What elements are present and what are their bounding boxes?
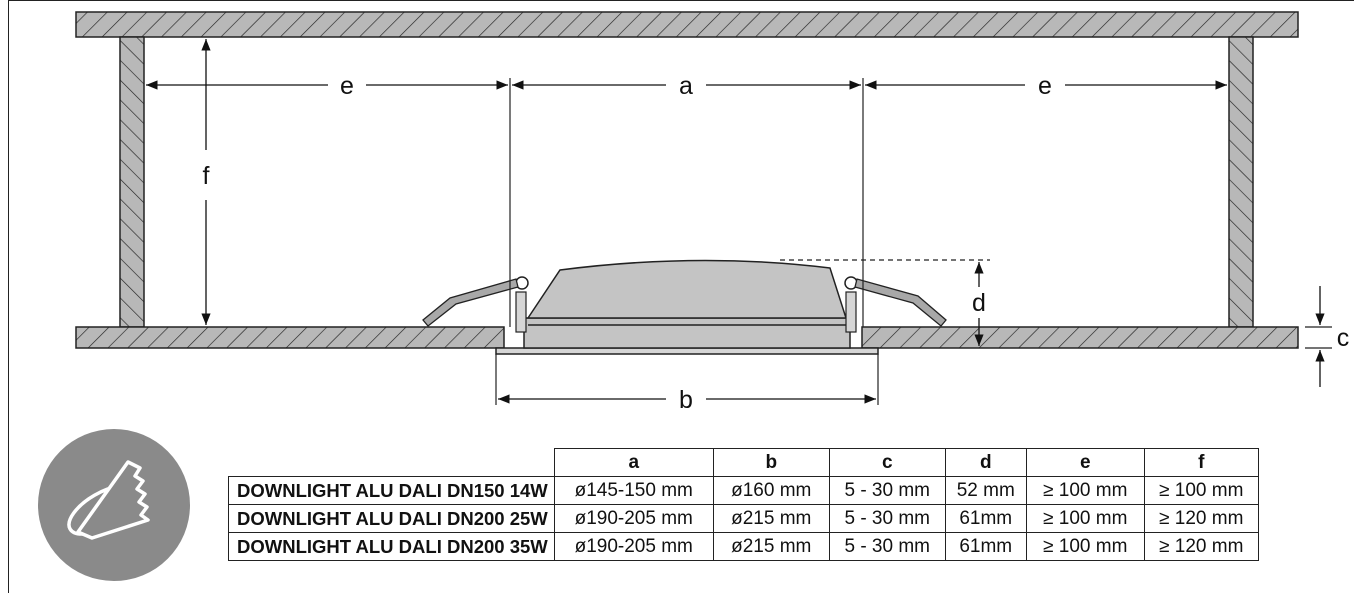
label-e-right: e	[1038, 72, 1052, 100]
dimension-c: c	[1315, 286, 1350, 387]
product-name: DOWNLIGHT ALU DALI DN150 14W	[228, 476, 555, 505]
column-header-b: b	[712, 448, 830, 477]
cell-f: ≥ 120 mm	[1143, 504, 1259, 533]
upper-ceiling-slab	[75, 11, 1299, 38]
cell-b: ø215 mm	[712, 532, 830, 561]
column-header-a: a	[553, 448, 714, 477]
table-row: DOWNLIGHT ALU DALI DN150 14W ø145-150 mm…	[228, 476, 1259, 505]
column-header-f: f	[1143, 448, 1259, 477]
table-row: DOWNLIGHT ALU DALI DN200 35W ø190-205 mm…	[228, 532, 1259, 561]
cell-c: 5 - 30 mm	[828, 504, 946, 533]
downlight-fixture	[422, 259, 947, 355]
product-name: DOWNLIGHT ALU DALI DN200 35W	[228, 532, 555, 561]
label-a: a	[679, 72, 693, 100]
cell-d: 52 mm	[944, 476, 1027, 505]
table-row: DOWNLIGHT ALU DALI DN200 25W ø190-205 mm…	[228, 504, 1259, 533]
cell-f: ≥ 120 mm	[1143, 532, 1259, 561]
dimension-b: b	[498, 386, 876, 414]
right-joist	[1228, 36, 1254, 328]
cell-a: ø145-150 mm	[553, 476, 714, 505]
label-b: b	[679, 386, 693, 414]
dimension-a: a	[512, 72, 861, 100]
cell-e: ≥ 100 mm	[1025, 504, 1145, 533]
cell-d: 61mm	[944, 504, 1027, 533]
table-corner	[228, 448, 555, 477]
ceiling-panel-left	[75, 326, 505, 349]
product-name: DOWNLIGHT ALU DALI DN200 25W	[228, 504, 555, 533]
cell-f: ≥ 100 mm	[1143, 476, 1259, 505]
column-header-c: c	[828, 448, 946, 477]
dimension-e-left: e	[146, 72, 508, 100]
dimensions-table: a b c d e f DOWNLIGHT ALU DALI DN150 14W…	[228, 448, 1259, 561]
left-joist	[119, 36, 145, 328]
cell-b: ø215 mm	[712, 504, 830, 533]
cell-d: 61mm	[944, 532, 1027, 561]
cell-c: 5 - 30 mm	[828, 532, 946, 561]
label-d: d	[972, 289, 986, 317]
dimension-d: d	[972, 262, 986, 346]
cutout-saw-icon	[38, 429, 190, 581]
label-f: f	[203, 162, 210, 190]
label-c: c	[1337, 324, 1350, 352]
dimension-e-right: e	[865, 72, 1227, 100]
table-header-row: a b c d e f	[228, 448, 1259, 477]
cell-a: ø190-205 mm	[553, 504, 714, 533]
cell-b: ø160 mm	[712, 476, 830, 505]
drawing-frame	[8, 0, 1354, 593]
cell-c: 5 - 30 mm	[828, 476, 946, 505]
label-e-left: e	[340, 72, 354, 100]
column-header-d: d	[944, 448, 1027, 477]
cell-a: ø190-205 mm	[553, 532, 714, 561]
cell-e: ≥ 100 mm	[1025, 532, 1145, 561]
cell-e: ≥ 100 mm	[1025, 476, 1145, 505]
column-header-e: e	[1025, 448, 1145, 477]
ceiling-panel-right	[861, 326, 1299, 349]
dimension-f: f	[201, 39, 211, 325]
